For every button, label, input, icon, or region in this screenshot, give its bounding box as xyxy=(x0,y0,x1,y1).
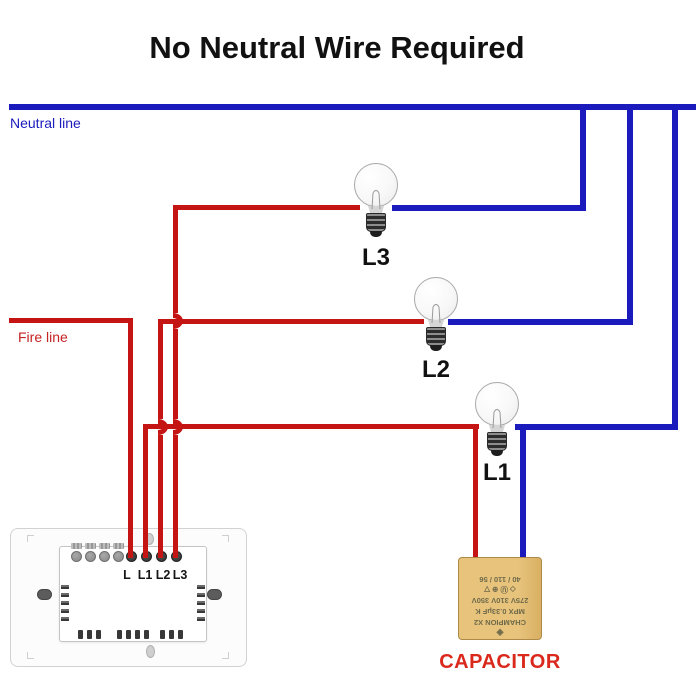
mounting-hole-bottom xyxy=(146,645,155,658)
bulb-label-l2: L2 xyxy=(421,356,450,383)
bulb-screw-base xyxy=(487,432,507,451)
mounting-screw-left xyxy=(37,589,52,600)
bulb-neck xyxy=(368,206,384,214)
connector-pin xyxy=(126,630,131,639)
neutral-line-label: Neutral line xyxy=(10,115,81,131)
bulb-label-l1: L1 xyxy=(482,459,511,486)
l2-feed-wire xyxy=(158,319,424,324)
module-ridge xyxy=(197,609,205,613)
terminal-label-l3: L3 xyxy=(172,568,188,582)
l3-neutral-wire xyxy=(392,205,586,211)
l2-switch-wire-lower xyxy=(158,435,163,558)
capacitor-markings: ◈ CHAMPION X2 MPX 0.33μF K 275V 310V 350… xyxy=(471,574,529,638)
neutral-line-wire xyxy=(9,104,696,110)
connector-pin xyxy=(178,630,183,639)
connector-pin xyxy=(78,630,83,639)
connector-pin xyxy=(169,630,174,639)
neutral-drop-l2 xyxy=(627,104,633,325)
bulb-filament xyxy=(431,304,441,323)
connector-pin xyxy=(144,630,149,639)
terminal-label-l2: L2 xyxy=(155,568,171,582)
module-ridge xyxy=(61,617,69,621)
module-ridge xyxy=(197,585,205,589)
mounting-screw-right xyxy=(207,589,222,600)
bulb-neck xyxy=(428,320,444,328)
fire-line-wire xyxy=(9,318,133,323)
switch-module xyxy=(59,546,207,642)
plate-notch xyxy=(222,652,229,659)
module-ridge xyxy=(197,617,205,621)
l1-feed-wire xyxy=(143,424,479,429)
capacitor-neutral-lead xyxy=(520,424,526,558)
page-title: No Neutral Wire Required xyxy=(149,30,525,65)
connector-pin xyxy=(117,630,122,639)
module-ridge xyxy=(61,609,69,613)
plate-notch xyxy=(27,652,34,659)
bulb-neck xyxy=(489,425,505,433)
capacitor-label: CAPACITOR xyxy=(439,651,561,673)
l3-feed-wire xyxy=(173,205,360,210)
fire-to-switch-wire xyxy=(128,318,133,558)
plate-notch xyxy=(27,535,34,542)
bulb-contact-tip xyxy=(491,450,503,456)
module-ridge xyxy=(61,601,69,605)
l3-switch-wire-lower xyxy=(173,435,178,558)
connector-pin xyxy=(160,630,165,639)
l1-switch-wire xyxy=(143,424,148,558)
module-ridge xyxy=(61,593,69,597)
bulb-l3 xyxy=(354,163,398,241)
terminal-screw xyxy=(113,543,124,549)
terminal-screw xyxy=(85,543,96,549)
bulb-l2 xyxy=(414,277,458,355)
terminal-unused xyxy=(99,551,110,562)
l3-switch-wire-mid xyxy=(173,329,178,419)
bulb-contact-tip xyxy=(430,345,442,351)
bulb-filament xyxy=(492,409,502,428)
connector-pin xyxy=(96,630,101,639)
bulb-screw-base xyxy=(426,327,446,346)
module-ridge xyxy=(61,585,69,589)
terminal-unused xyxy=(71,551,82,562)
bulb-filament xyxy=(371,190,381,209)
terminal-label-l: L xyxy=(123,568,131,582)
capacitor-fire-lead xyxy=(473,424,478,558)
bulb-label-l3: L3 xyxy=(361,244,390,271)
connector-pin xyxy=(87,630,92,639)
l1-neutral-wire xyxy=(515,424,678,430)
terminal-screw xyxy=(99,543,110,549)
fire-line-label: Fire line xyxy=(18,329,68,345)
bulb-l1 xyxy=(475,382,519,460)
module-ridge xyxy=(197,593,205,597)
connector-pin xyxy=(135,630,140,639)
bulb-glass xyxy=(354,163,398,207)
terminal-label-l1: L1 xyxy=(137,568,153,582)
bulb-screw-base xyxy=(366,213,386,232)
plate-notch xyxy=(222,535,229,542)
module-ridge xyxy=(197,601,205,605)
terminal-unused xyxy=(85,551,96,562)
capacitor-body: ◈ CHAMPION X2 MPX 0.33μF K 275V 310V 350… xyxy=(458,557,542,640)
l2-switch-wire-upper xyxy=(158,319,163,419)
l3-switch-wire-upper xyxy=(173,205,178,313)
neutral-drop-l3 xyxy=(580,104,586,211)
terminal-unused xyxy=(113,551,124,562)
neutral-drop-l1 xyxy=(672,104,678,430)
terminal-screw xyxy=(71,543,82,549)
l2-neutral-wire xyxy=(448,319,633,325)
bulb-contact-tip xyxy=(370,231,382,237)
